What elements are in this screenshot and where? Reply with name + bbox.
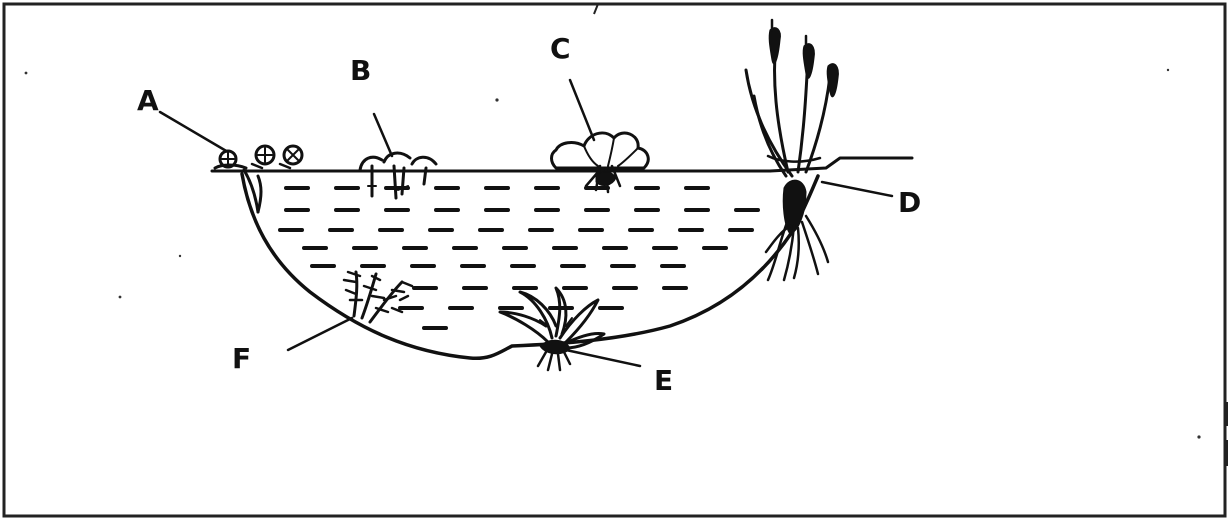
leader-b [374,114,392,156]
leader-c [570,80,594,140]
right-edge-mark-1 [1224,402,1228,426]
leader-d [822,182,892,196]
label-b: B [350,54,371,87]
leader-f [288,318,352,350]
label-e: E [654,364,673,397]
shore-right-line [770,158,912,171]
floating-leaf-plants-a [215,146,302,212]
label-a: A [137,84,159,117]
label-f: F [232,342,251,375]
floating-leaf-plants-b [360,153,436,198]
cattail-plant-d [746,20,838,280]
label-d: D [898,186,921,219]
label-c: C [550,32,571,65]
leader-e [566,350,640,366]
rooted-rosette-plant-e [500,288,604,370]
leader-lines [160,80,892,366]
scan-specks [25,69,1201,439]
leader-a [160,112,228,152]
water-dashes [280,188,758,328]
water-lily-c [552,133,649,192]
figure-frame [4,4,1225,516]
submerged-branching-plant-f [344,272,412,322]
right-edge-mark-2 [1224,440,1228,466]
